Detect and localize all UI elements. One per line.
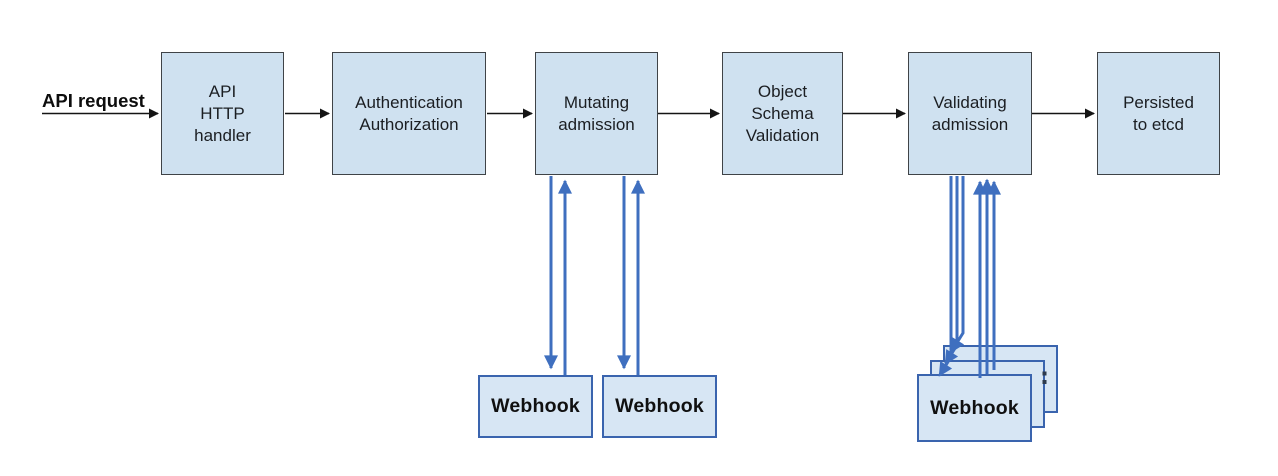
box-persisted-to-etcd-label: Persisted to etcd	[1123, 92, 1194, 134]
box-webhook-mutating-1-label: Webhook	[491, 395, 580, 417]
mutating-webhook-arrows	[544, 176, 645, 375]
box-authentication-authorization: Authentication Authorization	[332, 52, 486, 175]
box-validating-admission-label: Validating admission	[931, 92, 1009, 134]
box-webhook-validating-label: Webhook	[930, 396, 1019, 419]
box-object-schema-validation-label: Object Schema Validation	[745, 81, 820, 145]
box-mutating-admission: Mutating admission	[535, 52, 658, 175]
box-webhook-mutating-2-label: Webhook	[615, 395, 704, 417]
api-request-label: API request	[42, 90, 145, 111]
box-api-http-handler: API HTTP handler	[161, 52, 284, 175]
box-webhook-mutating-1: Webhook	[478, 375, 593, 438]
box-mutating-admission-label: Mutating admission	[558, 92, 635, 134]
validating-webhook-call-arrow-2	[944, 176, 959, 365]
box-validating-admission: Validating admission	[908, 52, 1032, 175]
box-persisted-to-etcd: Persisted to etcd	[1097, 52, 1220, 175]
box-authentication-authorization-label: Authentication Authorization	[355, 92, 463, 134]
box-webhook-validating-front: Webhook	[917, 374, 1032, 442]
box-object-schema-validation: Object Schema Validation	[722, 52, 843, 175]
validating-webhook-call-arrow-1	[950, 176, 965, 353]
box-webhook-mutating-2: Webhook	[602, 375, 717, 438]
box-api-http-handler-label: API HTTP handler	[194, 81, 251, 145]
